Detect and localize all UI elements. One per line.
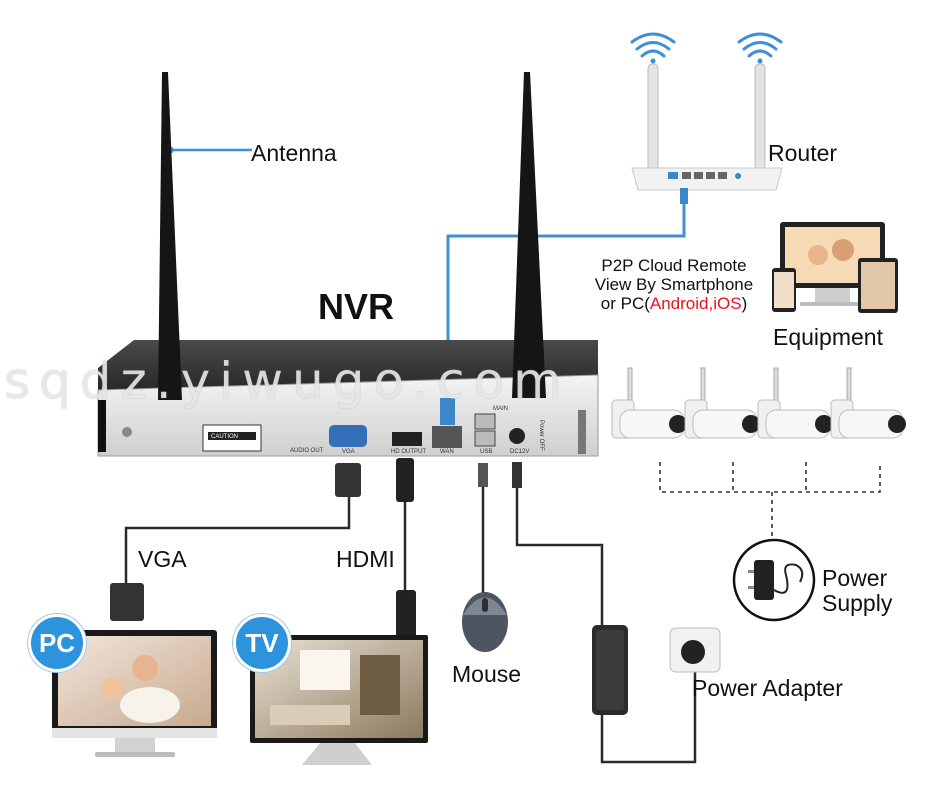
power-supply-device	[732, 538, 816, 622]
power-supply-label: Power Supply	[822, 566, 892, 616]
router	[631, 63, 783, 204]
connectors	[110, 458, 522, 638]
mouse-label: Mouse	[452, 661, 522, 687]
svg-text:USB: USB	[480, 449, 492, 455]
power-adapter-label: Power Adapter	[692, 675, 843, 701]
antenna-pointer-line	[168, 147, 252, 153]
svg-text:WAN: WAN	[440, 449, 454, 455]
power-cable	[515, 485, 697, 764]
tv-badge: TV	[233, 614, 291, 672]
svg-text:MAIN: MAIN	[493, 406, 508, 412]
p2p-line-2: View By Smartphone	[594, 275, 754, 294]
svg-text:CAUTION: CAUTION	[211, 434, 238, 440]
p2p-remote-text: P2P Cloud Remote View By Smartphone or P…	[578, 256, 770, 313]
antenna-left	[158, 72, 182, 400]
router-label: Router	[768, 140, 838, 166]
equipment-label: Equipment	[773, 324, 883, 350]
p2p-line-3-prefix: or PC(	[600, 294, 650, 313]
hdmi-label: HDMI	[336, 546, 395, 572]
power-adapter-device	[592, 625, 721, 715]
svg-text:HD OUTPUT: HD OUTPUT	[391, 449, 426, 455]
camera-2	[684, 367, 760, 439]
power-supply-line-1: Power	[822, 565, 888, 591]
antenna-right	[512, 72, 546, 398]
svg-text:DC12V: DC12V	[510, 449, 529, 455]
svg-text:Power OFF: Power OFF	[538, 420, 544, 451]
camera-power-lines	[659, 462, 881, 538]
svg-text:VGA: VGA	[342, 449, 355, 455]
pc-badge: PC	[28, 614, 86, 672]
p2p-line-1: P2P Cloud Remote	[601, 256, 747, 275]
mouse-device	[462, 592, 508, 652]
camera-1	[611, 367, 687, 439]
vga-label: VGA	[138, 546, 187, 572]
nvr-title: NVR	[318, 286, 395, 327]
p2p-line-3-suffix: )	[741, 294, 748, 313]
power-supply-line-2: Supply	[822, 590, 893, 616]
p2p-platforms: Android,iOS	[649, 294, 742, 313]
nvr-port-labels: AUDIO OUT VGA HD OUTPUT WAN USB DC12V MA…	[211, 406, 544, 455]
wifi-icon	[630, 32, 676, 64]
wifi-icon	[737, 32, 783, 64]
vga-cable	[124, 495, 351, 585]
camera-3	[757, 367, 833, 439]
camera-4	[830, 367, 906, 439]
watermark: sqdz.yiwugo.com	[4, 352, 571, 410]
nvr-recorder	[97, 340, 599, 457]
svg-text:AUDIO OUT: AUDIO OUT	[290, 448, 324, 454]
network-cable	[446, 190, 686, 425]
p2p-line-3: or PC(Android,iOS)	[578, 294, 770, 313]
pc-monitor	[52, 630, 217, 757]
antenna-label: Antenna	[251, 140, 337, 166]
equipment-devices	[772, 222, 898, 313]
